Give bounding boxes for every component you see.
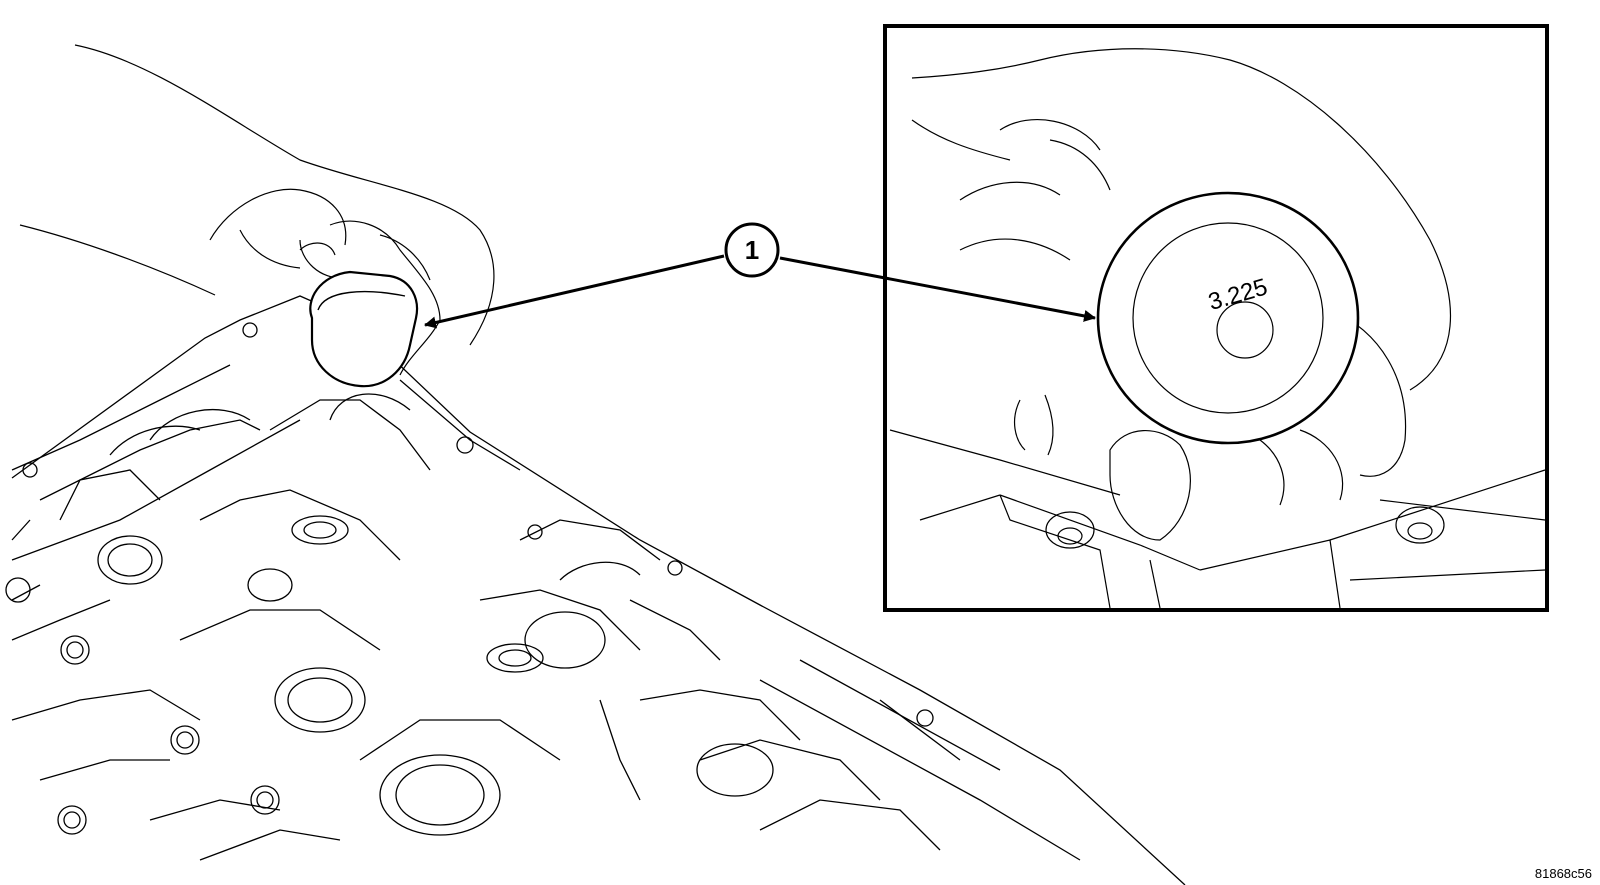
hand-main	[19, 44, 495, 376]
callout-1-label: 1	[745, 235, 759, 265]
callout-leaders	[424, 254, 1096, 329]
cylinder-head	[5, 295, 1186, 885]
callout-1: 1	[724, 222, 780, 278]
lifter-face	[1096, 191, 1360, 445]
detail-inset: 3.225	[883, 24, 1549, 612]
lifter-main	[309, 270, 419, 388]
figure-code: 81868c56	[1534, 866, 1592, 881]
